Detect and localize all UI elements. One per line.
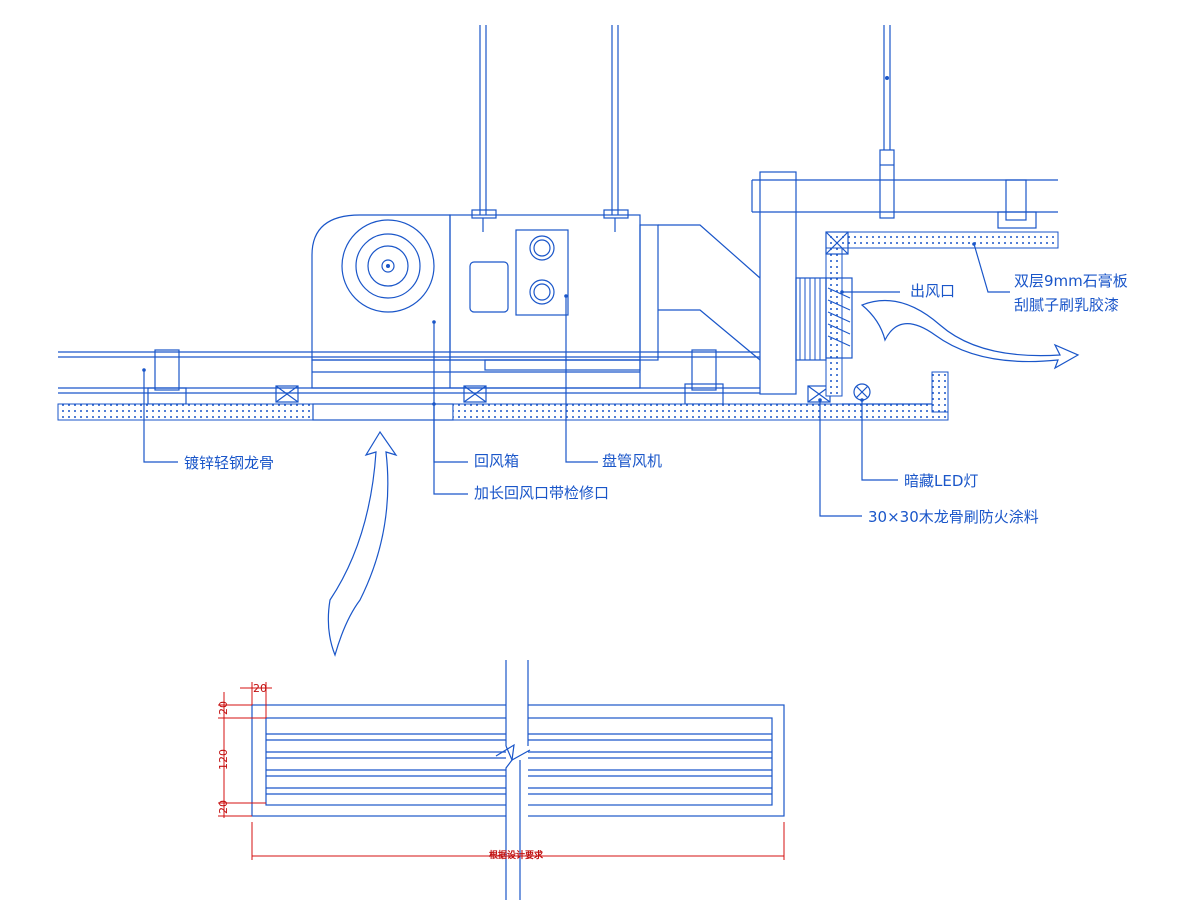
dim-frame-middle: 120: [217, 749, 230, 770]
supply-air-outlet: [751, 171, 1058, 405]
label-gypsum-board: 双层9mm石膏板: [1014, 272, 1128, 290]
hanger-rods: [471, 25, 895, 232]
return-grille-plan: [251, 660, 785, 900]
label-putty-paint: 刮腻子刷乳胶漆: [1014, 296, 1119, 314]
airflow-arrows: [327, 299, 1080, 657]
ceiling-runners: [58, 349, 831, 405]
fan-coil-unit: [311, 214, 761, 389]
label-return-air-box: 回风箱: [474, 452, 519, 470]
label-hidden-led: 暗藏LED灯: [904, 472, 978, 490]
gypsum-ceiling-board: [57, 231, 1059, 421]
dim-top-width: 20: [253, 682, 267, 695]
dim-overall-length: 根据设计要求: [489, 849, 544, 861]
label-galvanized-keel: 镀锌轻钢龙骨: [184, 454, 274, 472]
dim-frame-bottom: 20: [217, 800, 230, 814]
label-wood-keel: 30×30木龙骨刷防火涂料: [868, 508, 1039, 526]
leader-lines: [142, 242, 1010, 517]
callout-labels: 镀锌轻钢龙骨 回风箱 加长回风口带检修口 盘管风机 出风口 双层9mm石膏板 刮…: [184, 272, 1128, 526]
dim-frame-top: 20: [217, 701, 230, 715]
label-return-air-outlet: 加长回风口带检修口: [474, 484, 609, 502]
label-supply-outlet: 出风口: [910, 282, 955, 300]
grille-dimensions: 20 20 120 20 根据设计要求: [217, 682, 785, 861]
label-fan-coil: 盘管风机: [602, 452, 662, 470]
